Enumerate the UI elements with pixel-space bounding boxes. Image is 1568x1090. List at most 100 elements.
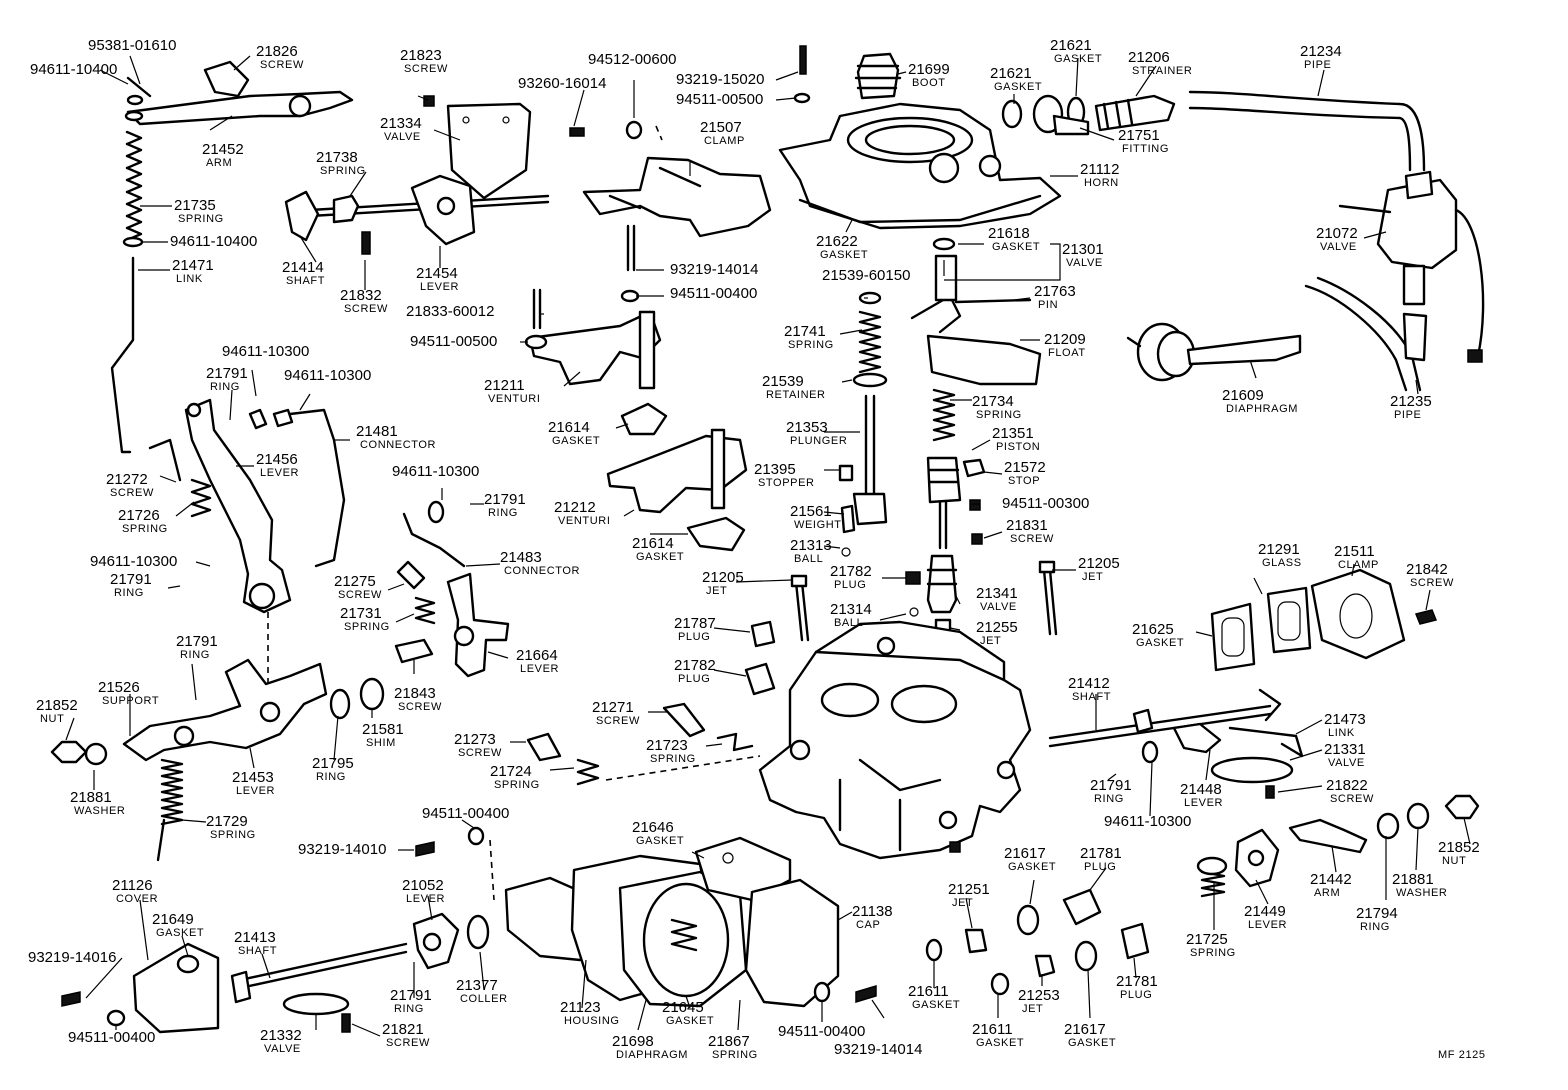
part-name: SPRING <box>712 1049 758 1061</box>
part-number: 21832 <box>340 287 382 304</box>
part-name: LINK <box>1328 727 1355 739</box>
part-name: RING <box>394 1003 424 1015</box>
part-name: DIAPHRAGM <box>1226 403 1298 415</box>
valve-21072-drawing <box>1338 170 1485 363</box>
part-name: PIN <box>1038 299 1058 311</box>
spring-21735-drawing <box>122 110 144 248</box>
part-name: LEVER <box>260 467 299 479</box>
part-number: 93219-14010 <box>298 841 386 858</box>
part-number: 93219-15020 <box>676 71 764 88</box>
part-number: 21275 <box>334 573 376 590</box>
part-number: 21452 <box>202 141 244 158</box>
callout-part-128: 93219-14014 <box>834 1041 922 1058</box>
callout-part-32: 94511-00400 <box>670 285 757 302</box>
part-number: 21787 <box>674 615 716 632</box>
part-name: HOUSING <box>564 1015 620 1027</box>
part-number: 21341 <box>976 585 1018 602</box>
part-number: 21539-60150 <box>822 267 910 284</box>
part-name: GASKET <box>636 835 684 847</box>
part-number: 93219-14016 <box>28 949 116 966</box>
boot-21699-drawing <box>854 52 902 100</box>
venturi-21212-drawing <box>606 428 748 514</box>
callout-part-44: 94611-10300 <box>284 367 371 384</box>
part-number: 21781 <box>1080 845 1122 862</box>
part-name: VENTURI <box>558 515 610 527</box>
pump-housing-21123-drawing <box>504 836 840 1008</box>
part-name: GASKET <box>552 435 600 447</box>
pipe-21234-drawing <box>1188 90 1426 172</box>
part-name: JET <box>1082 571 1103 583</box>
part-name: LEVER <box>406 893 445 905</box>
part-number: 21273 <box>454 731 496 748</box>
part-name: CLAMP <box>1338 559 1379 571</box>
part-number: 21112 <box>1080 161 1120 178</box>
callout-part-33: 21833-60012 <box>406 303 494 320</box>
part-name: WASHER <box>74 805 125 817</box>
part-number: 21414 <box>282 259 324 276</box>
part-name: SCREW <box>1330 793 1374 805</box>
part-name: GASKET <box>992 241 1040 253</box>
part-number: 21453 <box>232 769 274 786</box>
part-number: 93219-14014 <box>834 1041 922 1058</box>
part-number: 21473 <box>1324 711 1366 728</box>
arm-21452-drawing <box>126 60 354 126</box>
part-name: PIPE <box>1304 59 1331 71</box>
part-name: PLUG <box>1120 989 1152 1001</box>
part-number: 21123 <box>560 999 601 1016</box>
part-number: 21614 <box>632 535 674 552</box>
part-number: 21351 <box>992 425 1034 442</box>
part-number: 21821 <box>382 1021 424 1038</box>
callout-part-106: 94511-00400 <box>422 805 509 822</box>
plunger-21353-drawing <box>838 394 888 557</box>
part-name: GASKET <box>976 1037 1024 1049</box>
part-name: SPRING <box>1190 947 1236 959</box>
part-name: SCREW <box>404 63 448 75</box>
part-name: LEVER <box>1248 919 1287 931</box>
clamp-21507-drawing <box>569 45 811 238</box>
part-number: 94611-10300 <box>1104 813 1191 830</box>
part-name: LINK <box>176 273 203 285</box>
part-name: JET <box>952 897 973 909</box>
part-number: 21291 <box>1258 541 1300 558</box>
choke-shaft-21414-drawing <box>284 174 550 255</box>
part-name: VALVE <box>384 131 421 143</box>
part-name: PIPE <box>1394 409 1421 421</box>
part-name: RING <box>1360 921 1390 933</box>
connector-21483-drawing <box>402 500 466 568</box>
part-name: GASKET <box>1008 861 1056 873</box>
lever-21456-drawing <box>148 398 294 614</box>
part-number: 21138 <box>852 903 893 920</box>
part-number: 21617 <box>1064 1021 1106 1038</box>
callout-part-0: 95381-01610 <box>88 37 176 54</box>
carburetor-body-drawing <box>758 620 1032 860</box>
part-number: 21334 <box>380 115 422 132</box>
part-number: 21645 <box>662 999 704 1016</box>
part-number: 21234 <box>1300 43 1342 60</box>
part-number: 21751 <box>1118 127 1160 144</box>
part-number: 21826 <box>256 43 298 60</box>
callout-part-34: 94511-00500 <box>410 333 497 350</box>
callout-part-120: 94511-00400 <box>68 1029 155 1046</box>
part-number: 21649 <box>152 911 194 928</box>
part-name: PLUG <box>678 631 710 643</box>
part-number: 21611 <box>908 983 949 1000</box>
part-number: 21395 <box>754 461 796 478</box>
gasket-21614-upper-drawing <box>620 402 668 436</box>
